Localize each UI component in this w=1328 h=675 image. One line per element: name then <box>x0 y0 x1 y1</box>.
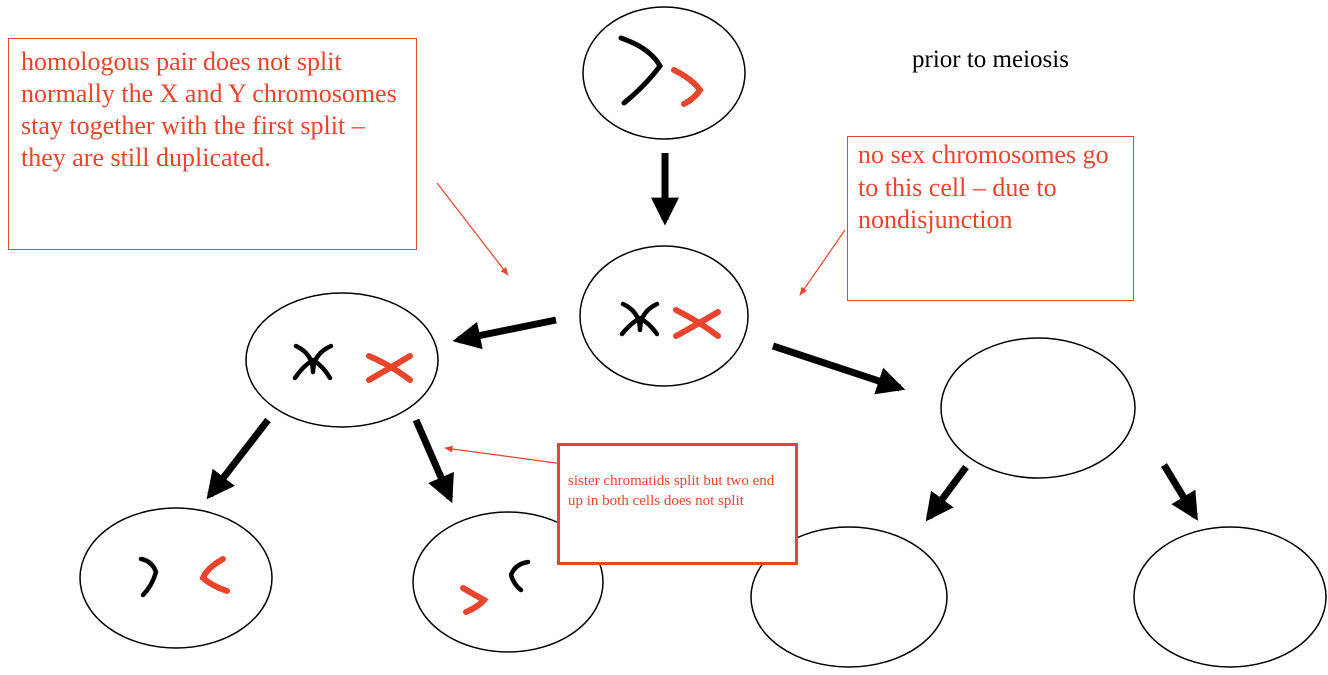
cell-gamete-2 <box>412 511 604 653</box>
cell-meiosis1-left <box>245 292 439 428</box>
arrow-to-gamete-4 <box>1161 463 1198 521</box>
chromatid-x <box>138 556 159 598</box>
cell-duplicated <box>579 245 749 387</box>
chromosome-y <box>671 67 704 107</box>
chromosome-x <box>618 35 663 106</box>
cell-gamete-1 <box>79 507 273 649</box>
chromosome-x-duplicated <box>619 301 660 337</box>
chromosome-y-duplicated <box>366 353 413 383</box>
chromatid-x <box>508 559 531 593</box>
arrow-to-right-cell <box>771 342 906 395</box>
chromosome-x-duplicated <box>292 343 334 381</box>
chromatid-y <box>199 556 230 594</box>
arrow-to-left-cell <box>452 316 557 350</box>
pointer-nosex-note <box>799 229 846 296</box>
arrow-to-gamete-1 <box>206 417 271 500</box>
sister-chromatids-note-text: sister chromatids split but two end up i… <box>568 473 775 509</box>
homologous-pair-note-text: homologous pair does not split normally … <box>21 47 397 172</box>
pointer-homologous-note <box>436 182 509 276</box>
cell-gamete-4 <box>1133 526 1327 668</box>
no-sex-chromosomes-note-text: no sex chromosomes go to this cell – due… <box>858 140 1109 234</box>
arrow-to-gamete-3 <box>925 464 969 522</box>
sister-chromatids-note: sister chromatids split but two end up i… <box>557 443 798 565</box>
prior-to-meiosis-label: prior to meiosis <box>912 46 1069 73</box>
pointer-sister-note <box>444 445 579 467</box>
chromosome-y-duplicated <box>673 307 721 339</box>
chromatid-y <box>460 585 489 615</box>
cell-meiosis1-right <box>940 337 1136 479</box>
arrow-to-gamete-2 <box>412 418 454 504</box>
cell-parent <box>582 6 746 140</box>
cell-gamete-3 <box>750 526 948 668</box>
no-sex-chromosomes-note: no sex chromosomes go to this cell – due… <box>847 136 1134 301</box>
homologous-pair-note: homologous pair does not split normally … <box>8 38 417 250</box>
